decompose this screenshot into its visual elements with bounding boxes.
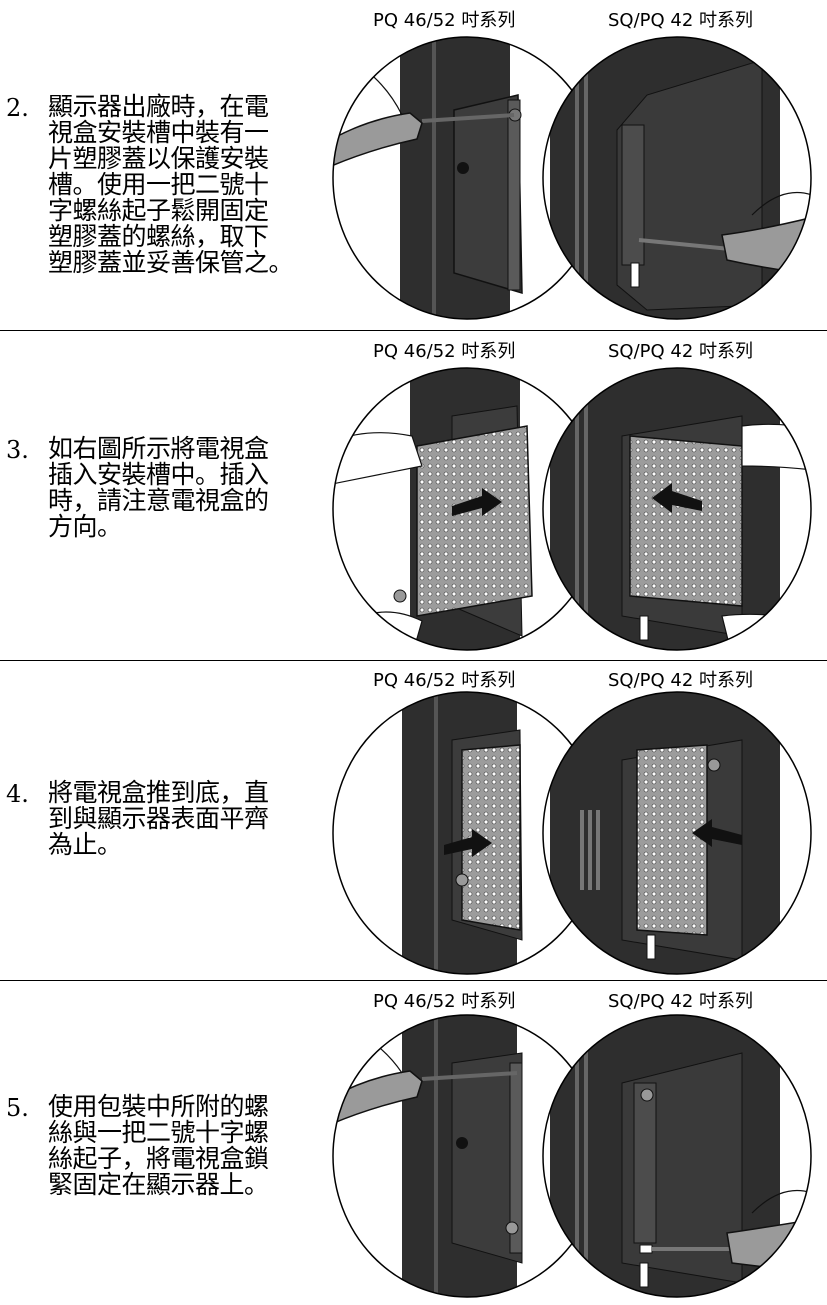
step-line: 槽。使用一把二號十 (48, 170, 269, 199)
caption-sq-pq-42: SQ/PQ 42 吋系列 (608, 991, 754, 1012)
step-3-section: PQ 46/52 吋系列 SQ/PQ 42 吋系列 3. 如右圖所示將電視盒 插… (0, 330, 827, 660)
illustration-fasten-box (332, 1014, 812, 1298)
caption-pq-46-52: PQ 46/52 吋系列 (373, 670, 516, 691)
illustration-insert-box (332, 367, 812, 651)
step-line: 絲起子，將電視盒鎖 (48, 1144, 269, 1173)
step-number: 4. (6, 780, 29, 808)
section-divider (0, 660, 827, 661)
panel-pq-46-52 (333, 1015, 601, 1297)
step-2-section: PQ 46/52 吋系列 SQ/PQ 42 吋系列 2. 顯示器出廠時，在電 視… (0, 0, 827, 330)
section-divider (0, 330, 827, 331)
step-line: 時，請注意電視盒的 (48, 486, 269, 515)
step-line: 塑膠蓋並妥善保管之。 (48, 248, 294, 277)
step-line: 片塑膠蓋以保護安裝 (48, 144, 269, 173)
panel-sq-pq-42 (543, 368, 811, 650)
step-line: 方向。 (48, 512, 122, 541)
step-text: 顯示器出廠時，在電 視盒安裝槽中裝有一 片塑膠蓋以保護安裝 槽。使用一把二號十 … (48, 94, 306, 276)
caption-sq-pq-42: SQ/PQ 42 吋系列 (608, 341, 754, 362)
caption-sq-pq-42: SQ/PQ 42 吋系列 (608, 10, 754, 31)
panel-sq-pq-42 (543, 1015, 811, 1297)
illustration-box-flush (332, 691, 812, 975)
illustration-remove-cover (332, 36, 812, 320)
step-line: 顯示器出廠時，在電 (48, 92, 269, 121)
step-line: 將電視盒推到底，直 (48, 778, 269, 807)
panel-sq-pq-42 (543, 37, 811, 319)
step-text: 將電視盒推到底，直 到與顯示器表面平齊 為止。 (48, 780, 306, 858)
step-text: 如右圖所示將電視盒 插入安裝槽中。插入 時，請注意電視盒的 方向。 (48, 436, 306, 540)
step-line: 使用包裝中所附的螺 (48, 1092, 269, 1121)
caption-pq-46-52: PQ 46/52 吋系列 (373, 991, 516, 1012)
panel-sq-pq-42 (543, 692, 811, 974)
section-divider (0, 980, 827, 981)
step-number: 5. (6, 1094, 29, 1122)
step-line: 絲與一把二號十字螺 (48, 1118, 269, 1147)
step-line: 緊固定在顯示器上。 (48, 1170, 269, 1199)
panel-pq-46-52 (333, 692, 601, 974)
step-4-section: PQ 46/52 吋系列 SQ/PQ 42 吋系列 4. 將電視盒推到底，直 到… (0, 660, 827, 980)
step-text: 使用包裝中所附的螺 絲與一把二號十字螺 絲起子，將電視盒鎖 緊固定在顯示器上。 (48, 1094, 306, 1198)
step-number: 2. (6, 94, 29, 122)
step-line: 插入安裝槽中。插入 (48, 460, 269, 489)
step-line: 為止。 (48, 830, 122, 859)
step-line: 視盒安裝槽中裝有一 (48, 118, 269, 147)
panel-pq-46-52 (333, 368, 601, 650)
step-line: 到與顯示器表面平齊 (48, 804, 269, 833)
step-line: 如右圖所示將電視盒 (48, 434, 269, 463)
step-number: 3. (6, 436, 29, 464)
caption-sq-pq-42: SQ/PQ 42 吋系列 (608, 670, 754, 691)
caption-pq-46-52: PQ 46/52 吋系列 (373, 10, 516, 31)
step-line: 塑膠蓋的螺絲，取下 (48, 222, 269, 251)
step-5-section: PQ 46/52 吋系列 SQ/PQ 42 吋系列 5. 使用包裝中所附的螺 絲… (0, 980, 827, 1305)
step-line: 字螺絲起子鬆開固定 (48, 196, 269, 225)
caption-pq-46-52: PQ 46/52 吋系列 (373, 341, 516, 362)
